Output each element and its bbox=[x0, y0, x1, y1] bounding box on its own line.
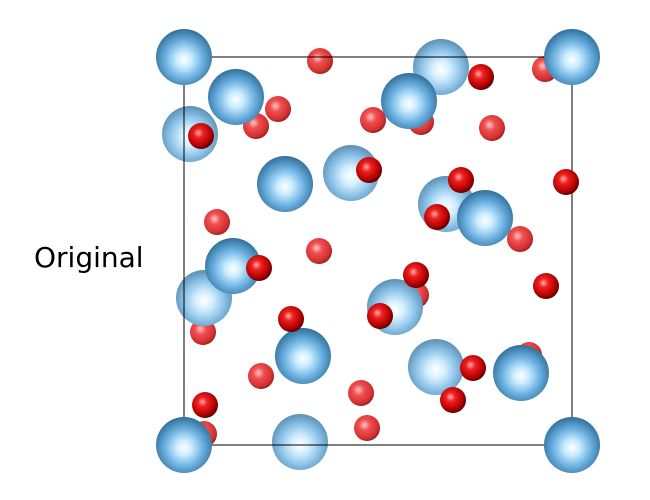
metal-atom bbox=[381, 73, 437, 129]
oxygen-atom bbox=[248, 363, 274, 389]
metal-atom bbox=[493, 345, 549, 401]
metal-atom bbox=[208, 69, 264, 125]
oxygen-atom bbox=[188, 123, 214, 149]
oxygen-atom bbox=[306, 238, 332, 264]
metal-atom bbox=[205, 238, 261, 294]
oxygen-atom bbox=[479, 115, 505, 141]
metal-atom bbox=[275, 328, 331, 384]
oxygen-atom bbox=[265, 96, 291, 122]
oxygen-atom bbox=[440, 387, 466, 413]
metal-atom bbox=[272, 414, 328, 470]
oxygen-atom bbox=[403, 262, 429, 288]
structure-label: Original bbox=[34, 241, 144, 274]
oxygen-atom bbox=[354, 415, 380, 441]
metal-atom bbox=[457, 190, 513, 246]
metal-atom bbox=[544, 29, 600, 85]
oxygen-atom bbox=[278, 306, 304, 332]
oxygen-atom bbox=[448, 167, 474, 193]
oxygen-atom bbox=[307, 48, 333, 74]
oxygen-atom bbox=[192, 392, 218, 418]
oxygen-atom bbox=[367, 303, 393, 329]
oxygen-atom bbox=[468, 64, 494, 90]
oxygen-atom bbox=[424, 204, 450, 230]
metal-atom bbox=[257, 156, 313, 212]
oxygen-atom bbox=[246, 255, 272, 281]
oxygen-atom bbox=[360, 107, 386, 133]
oxygen-atom bbox=[553, 169, 579, 195]
oxygen-atom bbox=[356, 157, 382, 183]
oxygen-atom bbox=[204, 209, 230, 235]
oxygen-atom bbox=[190, 319, 216, 345]
metal-atom bbox=[156, 417, 212, 473]
metal-atom bbox=[544, 417, 600, 473]
metal-atom bbox=[408, 339, 464, 395]
metal-atom bbox=[156, 29, 212, 85]
oxygen-atom bbox=[533, 273, 559, 299]
unit-cell-border bbox=[183, 56, 573, 446]
oxygen-atom bbox=[348, 380, 374, 406]
oxygen-atom bbox=[460, 355, 486, 381]
front-atom-layer bbox=[156, 29, 600, 473]
oxygen-atom bbox=[507, 226, 533, 252]
